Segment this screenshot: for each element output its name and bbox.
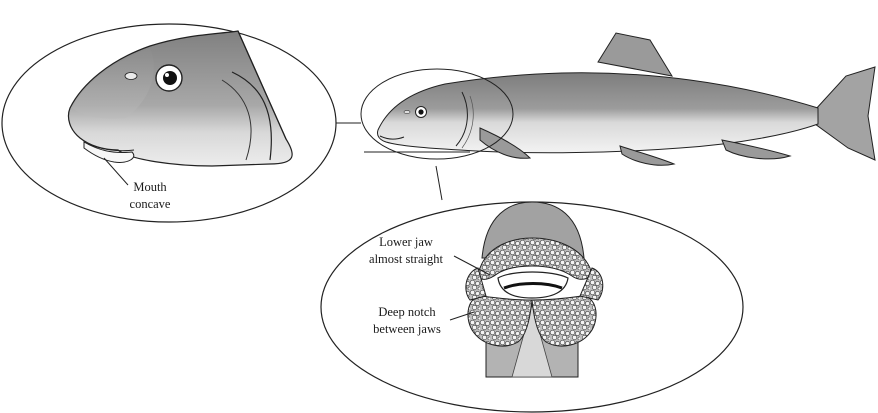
jaw-closeup: Lower jaw almost straight Deep notch bet… (321, 202, 743, 412)
dorsal-fin (598, 33, 672, 76)
mouth-label-line1: Mouth (133, 180, 167, 194)
lower-jaw-label-line2: almost straight (369, 252, 443, 266)
caudal-fin (815, 67, 875, 160)
mouth-label-line2: concave (130, 197, 171, 211)
notch-label-line2: between jaws (373, 322, 441, 336)
head-closeup: Mouth concave (2, 24, 336, 222)
lower-jaw-label-line1: Lower jaw (379, 235, 433, 249)
anal-fin (722, 140, 790, 159)
fish-body (377, 73, 818, 153)
fish-side-view (377, 33, 875, 165)
notch-label-line1: Deep notch (378, 305, 436, 319)
